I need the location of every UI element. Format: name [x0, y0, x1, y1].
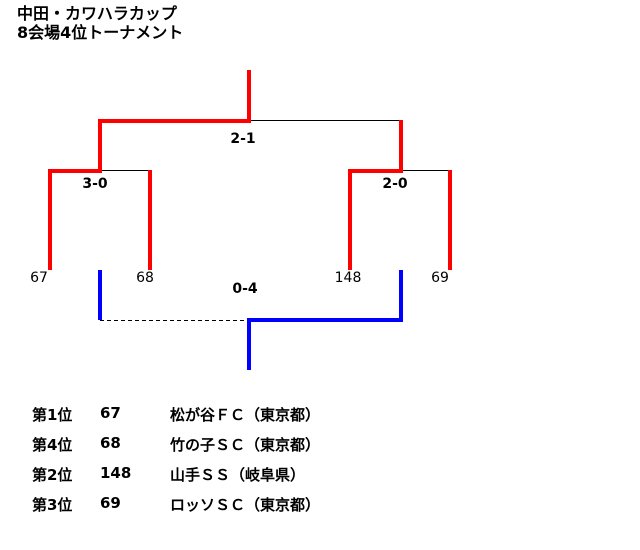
team-number: 67	[30, 270, 48, 286]
result-rank: 第2位	[32, 466, 73, 484]
third-place-path	[98, 270, 403, 370]
result-number: 67	[100, 404, 121, 422]
title-line-1: 中田・カワハラカップ	[17, 4, 177, 23]
winner-path	[48, 70, 452, 270]
semi-left-score: 3-0	[82, 176, 108, 192]
title-line-2: 8会場4位トーナメント	[17, 23, 184, 42]
final-score: 2-1	[230, 131, 256, 147]
result-team: 松が谷ＦＣ（東京都）	[170, 406, 321, 424]
third-place-score: 0-4	[232, 281, 258, 297]
semi-right-score: 2-0	[382, 176, 408, 192]
result-rank: 第4位	[32, 436, 73, 454]
result-number: 69	[100, 494, 121, 512]
result-team: 竹の子ＳＣ（東京都）	[170, 436, 321, 454]
result-number: 68	[100, 434, 121, 452]
bracket-thin-lines	[100, 120, 450, 321]
result-rank: 第3位	[32, 496, 73, 514]
team-number: 69	[431, 270, 449, 286]
team-number: 148	[334, 270, 362, 286]
result-team: ロッソＳＣ（東京都）	[170, 496, 321, 514]
result-team: 山手ＳＳ（岐阜県）	[170, 466, 306, 484]
team-number: 68	[136, 270, 154, 286]
result-number: 148	[100, 464, 132, 482]
result-rank: 第1位	[32, 406, 73, 424]
